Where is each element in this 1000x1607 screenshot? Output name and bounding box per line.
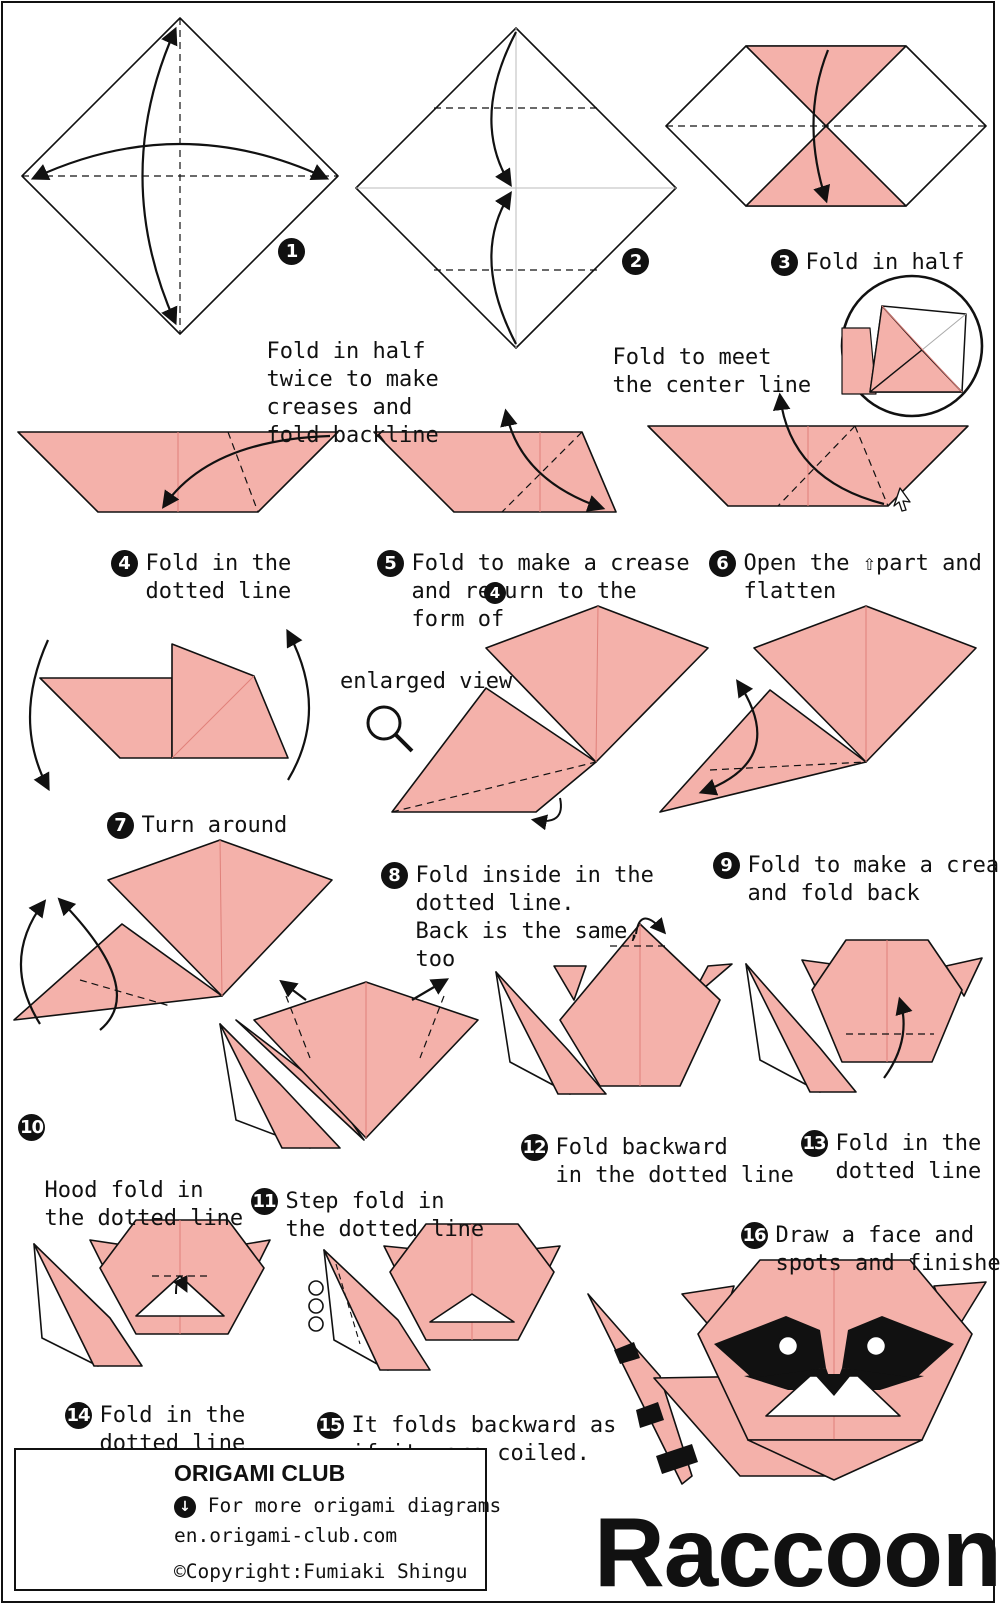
step-3-number: 3 (770, 249, 798, 276)
step-10-number: 10 (18, 1114, 45, 1141)
step-15-number: 15 (316, 1412, 344, 1439)
step-9-number: 9 (712, 852, 740, 879)
magnifier-icon (366, 705, 414, 753)
more-diagrams-line: ↓ For more origami diagrams (174, 1494, 501, 1518)
step4-figure (17, 431, 339, 513)
step-4-number: 4 (110, 550, 138, 577)
step-12-number: 12 (520, 1134, 548, 1161)
step-5-ref-number: 4 (484, 582, 506, 604)
step8-figure (366, 605, 709, 831)
step13-figure (745, 939, 983, 1093)
step-13-number: 13 (800, 1130, 828, 1157)
step-10-caption: 10 Hood fold in the dotted line (18, 1058, 243, 1233)
step11-figure (219, 978, 479, 1149)
step-16-number: 16 (740, 1222, 768, 1249)
open-arrow-icon (893, 487, 911, 512)
site-link[interactable]: en.origami-club.com (174, 1524, 398, 1547)
step2-figure (355, 27, 677, 349)
step-2-number: 2 (622, 248, 649, 275)
step15-figure (308, 1223, 561, 1371)
step-11-number: 11 (250, 1188, 278, 1215)
step-1-caption: 1 Fold in half twice to make creases and… (240, 238, 439, 450)
step5-figure (373, 408, 617, 513)
step-2-caption: 2 Fold to meet the center line (586, 248, 811, 400)
finished-raccoon (587, 1259, 987, 1485)
step1-figure (21, 17, 339, 335)
page-title: Raccoon (594, 1497, 1000, 1607)
download-arrow-icon: ↓ (174, 1495, 196, 1518)
step-1-number: 1 (278, 238, 305, 265)
step3-figure (665, 45, 987, 207)
step-14-number: 14 (64, 1402, 92, 1429)
enlarged-view-label: enlarged view (340, 669, 513, 694)
step-8-number: 8 (380, 862, 408, 889)
step-5-number: 5 (376, 550, 404, 577)
step12-figure (495, 917, 733, 1095)
step10-figure (13, 839, 333, 1031)
step-6-number: 6 (708, 550, 736, 577)
nose (814, 1374, 852, 1396)
step7-figure (29, 628, 310, 792)
step-7-number: 7 (106, 812, 134, 839)
tail-stripes (614, 1342, 698, 1474)
step6-figure (647, 274, 984, 512)
brand-name: ORIGAMI CLUB (174, 1460, 346, 1486)
step14-figure (33, 1219, 271, 1367)
copyright: ©Copyright:Fumiaki Shingu (174, 1560, 468, 1583)
step9-figure (659, 605, 977, 813)
footer-box: ORIGAMI CLUB ↓ For more origami diagrams… (14, 1448, 501, 1591)
